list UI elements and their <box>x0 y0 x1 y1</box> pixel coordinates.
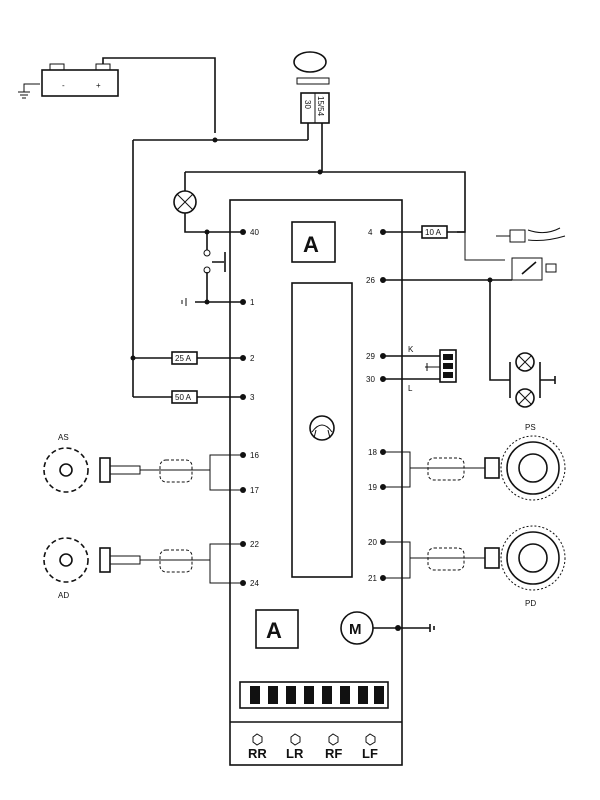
svg-text:21: 21 <box>368 574 377 583</box>
svg-text:LF: LF <box>362 746 378 761</box>
svg-text:2: 2 <box>250 354 255 363</box>
warning-lamps <box>509 352 556 408</box>
pump-motor-icon: M <box>340 611 374 645</box>
svg-text:RF: RF <box>325 746 342 761</box>
fuse-10a: 10 A <box>421 225 448 239</box>
abs-warning-symbol-icon <box>309 415 335 441</box>
ground-icon <box>18 83 40 99</box>
sensor-as: AS <box>43 433 243 493</box>
solenoid-valves: RR LR RF LF <box>248 733 378 761</box>
brake-switch-icon <box>203 232 226 302</box>
svg-text:RR: RR <box>248 746 267 761</box>
warning-lamp-icon <box>173 190 197 214</box>
fuse-50a: 50 A <box>171 390 198 404</box>
svg-text:24: 24 <box>250 579 259 588</box>
svg-text:22: 22 <box>250 540 259 549</box>
svg-text:25 A: 25 A <box>175 354 192 363</box>
svg-text:30: 30 <box>366 375 375 384</box>
svg-text:50 A: 50 A <box>175 393 192 402</box>
svg-text:29: 29 <box>366 352 375 361</box>
svg-text:15/54: 15/54 <box>316 96 325 117</box>
left-pins: 40 1 2 3 16 17 22 24 <box>240 228 259 588</box>
svg-text:3: 3 <box>250 393 255 402</box>
svg-text:A: A <box>266 618 282 643</box>
svg-text:19: 19 <box>368 483 377 492</box>
svg-text:-: - <box>62 81 65 90</box>
svg-text:PS: PS <box>525 423 536 432</box>
svg-text:K: K <box>408 345 414 354</box>
svg-text:40: 40 <box>250 228 259 237</box>
diagnostic-connector: K L <box>408 345 457 393</box>
svg-text:18: 18 <box>368 448 377 457</box>
battery: - + <box>41 63 119 97</box>
svg-text:M: M <box>349 621 362 638</box>
svg-text:26: 26 <box>366 276 375 285</box>
abs-control-module: A A M <box>229 199 435 766</box>
svg-text:A: A <box>303 232 319 257</box>
svg-text:AD: AD <box>58 591 69 600</box>
fuse-25a: 25 A <box>171 351 198 365</box>
svg-text:16: 16 <box>250 451 259 460</box>
svg-text:10 A: 10 A <box>425 228 442 237</box>
svg-text:1: 1 <box>250 298 255 307</box>
sensor-ps: PS <box>383 423 566 501</box>
svg-text:4: 4 <box>368 228 373 237</box>
diagnostic-switch-icon <box>511 257 557 281</box>
svg-text:LR: LR <box>286 746 304 761</box>
sensor-pd: PD <box>383 525 566 608</box>
svg-text:AS: AS <box>58 433 69 442</box>
svg-text:L: L <box>408 384 413 393</box>
svg-text:20: 20 <box>368 538 377 547</box>
svg-text:PD: PD <box>525 599 536 608</box>
sensor-ad: AD <box>43 537 243 600</box>
right-pins: 4 26 29 30 18 19 20 21 <box>366 228 386 583</box>
svg-text:30: 30 <box>303 100 312 109</box>
svg-text:+: + <box>96 81 101 90</box>
ignition-switch: 30 15/54 <box>293 51 330 124</box>
diagnostic-key-icon <box>496 227 566 243</box>
svg-text:17: 17 <box>250 486 259 495</box>
